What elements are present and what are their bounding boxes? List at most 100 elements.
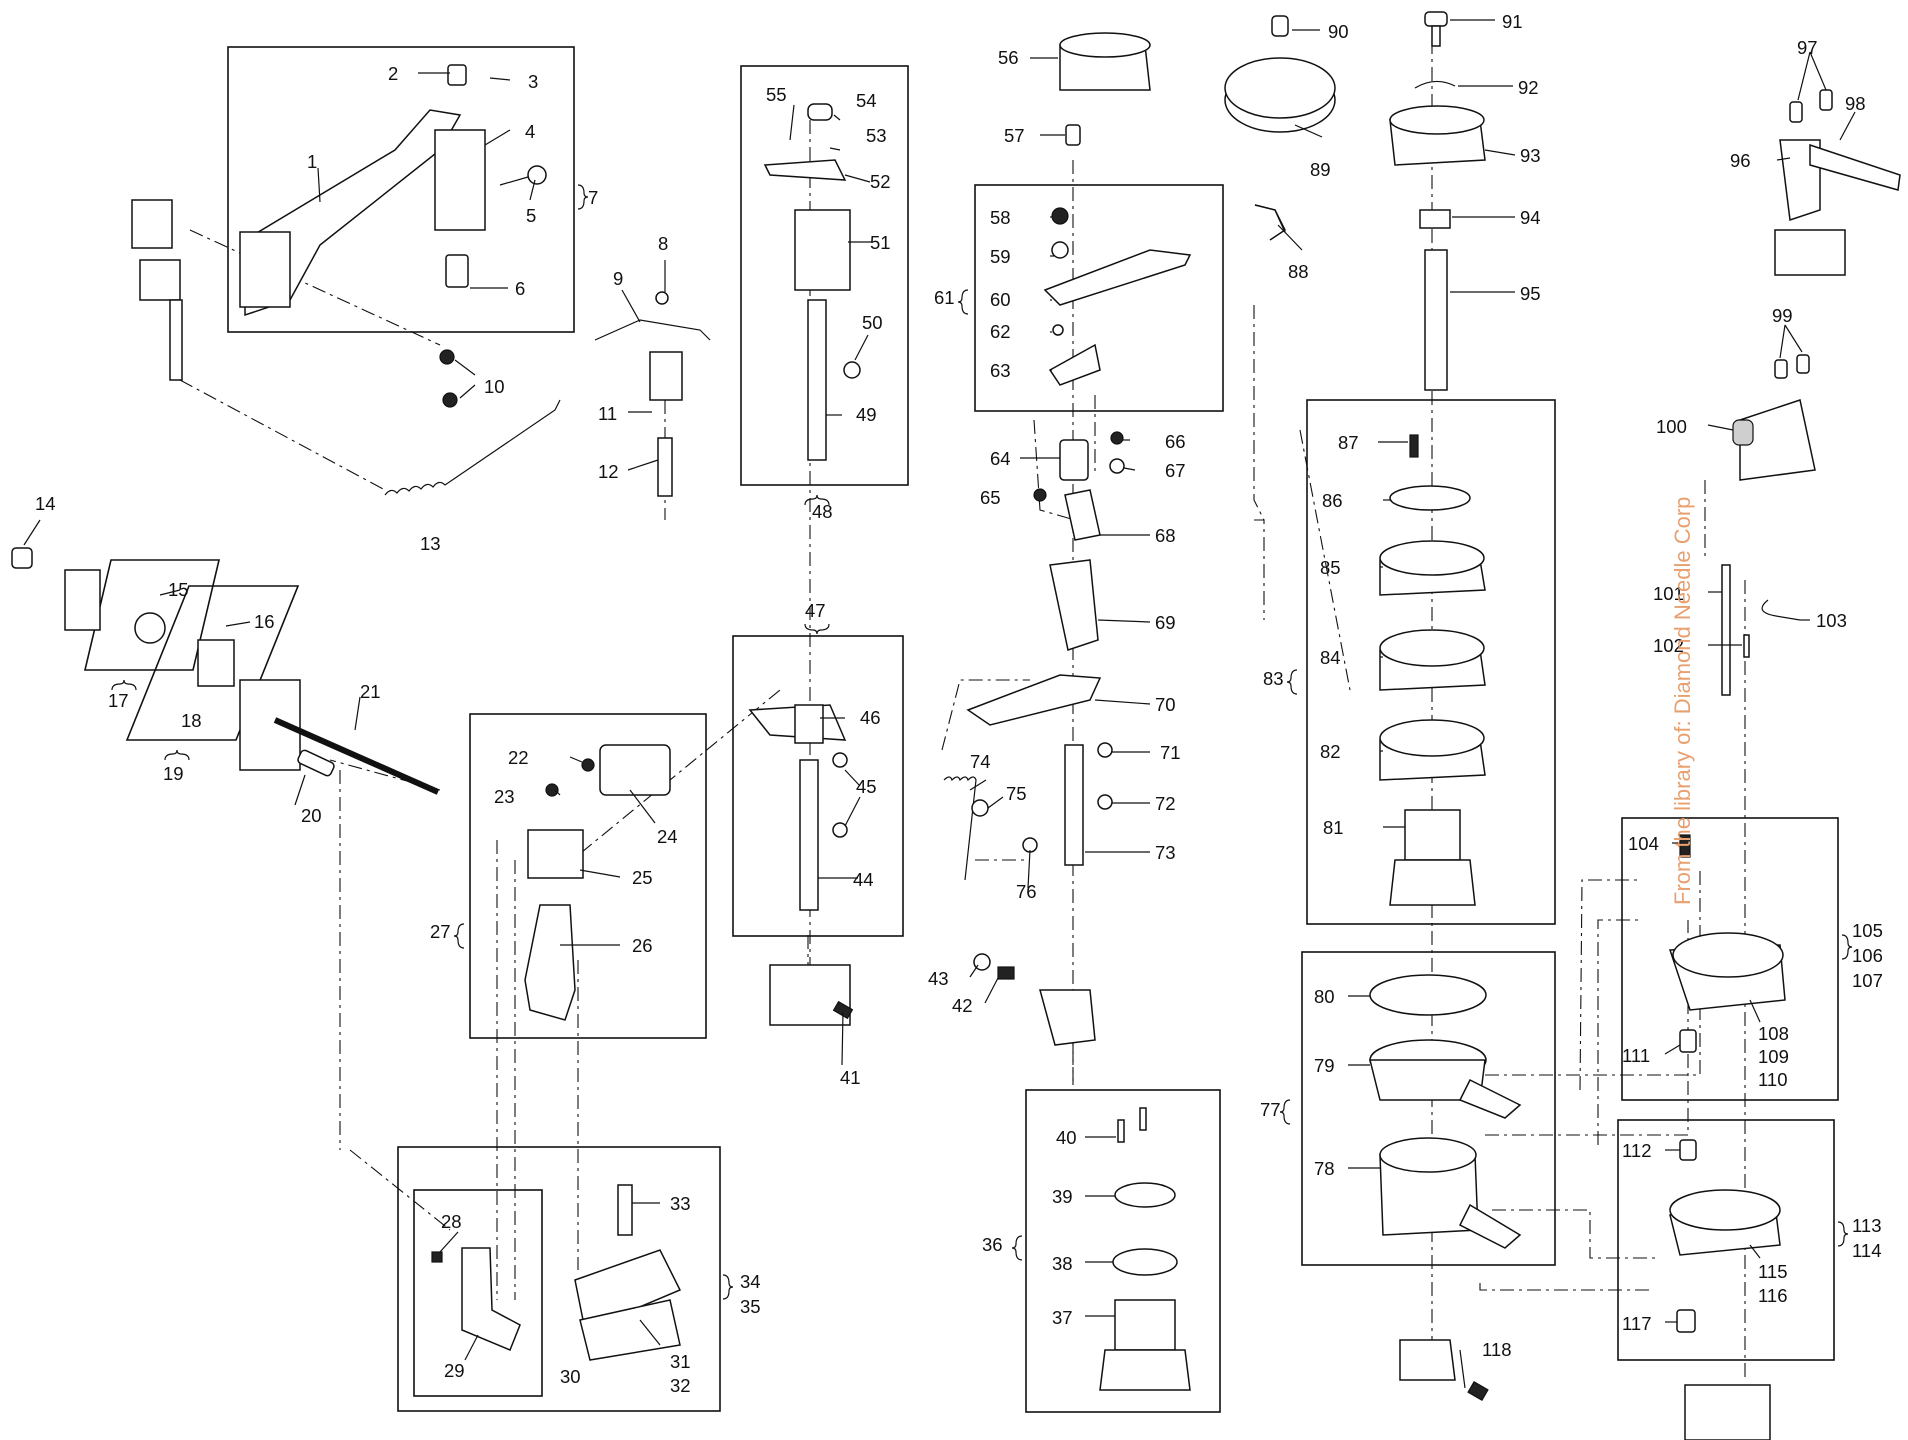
label-73: 73 — [1155, 842, 1176, 863]
label-40: 40 — [1056, 1127, 1077, 1148]
label-94: 94 — [1520, 207, 1541, 228]
label-9: 9 — [613, 268, 623, 289]
label-50: 50 — [862, 312, 883, 333]
shaft-part-44 — [799, 759, 819, 911]
label-69: 69 — [1155, 612, 1176, 633]
label-107: 107 — [1852, 970, 1883, 991]
label-86: 86 — [1322, 490, 1343, 511]
label-51: 51 — [870, 232, 891, 253]
label-75: 75 — [1006, 783, 1027, 804]
box-group-83 — [1306, 399, 1556, 925]
label-62: 62 — [990, 321, 1011, 342]
label-35: 35 — [740, 1296, 761, 1317]
label-43: 43 — [928, 968, 949, 989]
box-group-48 — [740, 65, 909, 486]
box-group-19 — [125, 585, 300, 741]
label-5: 5 — [526, 205, 536, 226]
parts — [11, 11, 1901, 1440]
label-95: 95 — [1520, 283, 1541, 304]
label-63: 63 — [990, 360, 1011, 381]
label-52: 52 — [870, 171, 891, 192]
label-54: 54 — [856, 90, 877, 111]
group-boxes — [83, 46, 1839, 1413]
box-group-105 — [1621, 817, 1839, 1101]
label-28: 28 — [441, 1211, 462, 1232]
label-41: 41 — [840, 1067, 861, 1088]
label-23: 23 — [494, 786, 515, 807]
label-77: 77 — [1260, 1099, 1281, 1120]
label-38: 38 — [1052, 1253, 1073, 1274]
bracket-part-4 — [434, 129, 486, 231]
label-116: 116 — [1758, 1285, 1788, 1306]
label-112: 112 — [1622, 1140, 1652, 1161]
label-118: 118 — [1482, 1339, 1512, 1360]
box-group-77 — [1301, 951, 1556, 1266]
label-30: 30 — [560, 1366, 581, 1387]
label-64: 64 — [990, 448, 1011, 469]
label-37: 37 — [1052, 1307, 1073, 1328]
label-61: 61 — [934, 287, 955, 308]
box-group-30 — [413, 1189, 543, 1397]
label-68: 68 — [1155, 525, 1176, 546]
label-114: 114 — [1852, 1240, 1882, 1261]
box-group-113 — [1617, 1119, 1835, 1361]
shaft-part-101 — [1721, 564, 1731, 696]
label-6: 6 — [515, 278, 525, 299]
label-14: 14 — [35, 493, 56, 514]
label-55: 55 — [766, 84, 787, 105]
label-18: 18 — [181, 710, 202, 731]
spring-part-13 — [384, 399, 561, 496]
label-65: 65 — [980, 487, 1001, 508]
label-111: 111 — [1622, 1045, 1650, 1066]
shaft-part-21 — [273, 717, 440, 795]
label-17: 17 — [108, 690, 129, 711]
label-12: 12 — [598, 461, 619, 482]
label-106: 106 — [1852, 945, 1883, 966]
label-85: 85 — [1320, 557, 1341, 578]
label-108: 108 — [1758, 1023, 1789, 1044]
box-group-34 — [397, 1146, 721, 1412]
label-7: 7 — [588, 187, 598, 208]
label-104: 104 — [1628, 833, 1659, 854]
label-97: 97 — [1797, 37, 1818, 58]
label-67: 67 — [1165, 460, 1186, 481]
label-72: 72 — [1155, 793, 1176, 814]
assembly-lines — [179, 40, 1746, 1380]
box-group-7 — [227, 46, 575, 333]
label-96: 96 — [1730, 150, 1751, 171]
label-46: 46 — [860, 707, 881, 728]
label-47: 47 — [805, 600, 826, 621]
shaft-part-49 — [807, 299, 827, 461]
label-27: 27 — [430, 921, 451, 942]
label-44: 44 — [853, 869, 874, 890]
label-81: 81 — [1323, 817, 1344, 838]
label-21: 21 — [360, 681, 381, 702]
label-87: 87 — [1338, 432, 1359, 453]
box-group-47 — [732, 635, 904, 937]
label-98: 98 — [1845, 93, 1866, 114]
label-103: 103 — [1816, 610, 1847, 631]
label-16: 16 — [254, 611, 275, 632]
label-60: 60 — [990, 289, 1011, 310]
label-70: 70 — [1155, 694, 1176, 715]
label-10: 10 — [484, 376, 505, 397]
label-92: 92 — [1518, 77, 1539, 98]
label-49: 49 — [856, 404, 877, 425]
shaft-part-95 — [1424, 249, 1448, 391]
label-113: 113 — [1852, 1215, 1882, 1236]
label-36: 36 — [982, 1234, 1003, 1255]
label-109: 109 — [1758, 1046, 1789, 1067]
label-45: 45 — [856, 776, 877, 797]
label-88: 88 — [1288, 261, 1309, 282]
label-56: 56 — [998, 47, 1019, 68]
ring-part-80 — [1369, 974, 1487, 1016]
label-13: 13 — [420, 533, 441, 554]
leader-lines — [23, 19, 1856, 1389]
label-25: 25 — [632, 867, 653, 888]
label-101: 101 — [1653, 583, 1684, 604]
label-117: 117 — [1622, 1313, 1652, 1334]
label-110: 110 — [1758, 1069, 1788, 1090]
label-20: 20 — [301, 805, 322, 826]
label-93: 93 — [1520, 145, 1541, 166]
